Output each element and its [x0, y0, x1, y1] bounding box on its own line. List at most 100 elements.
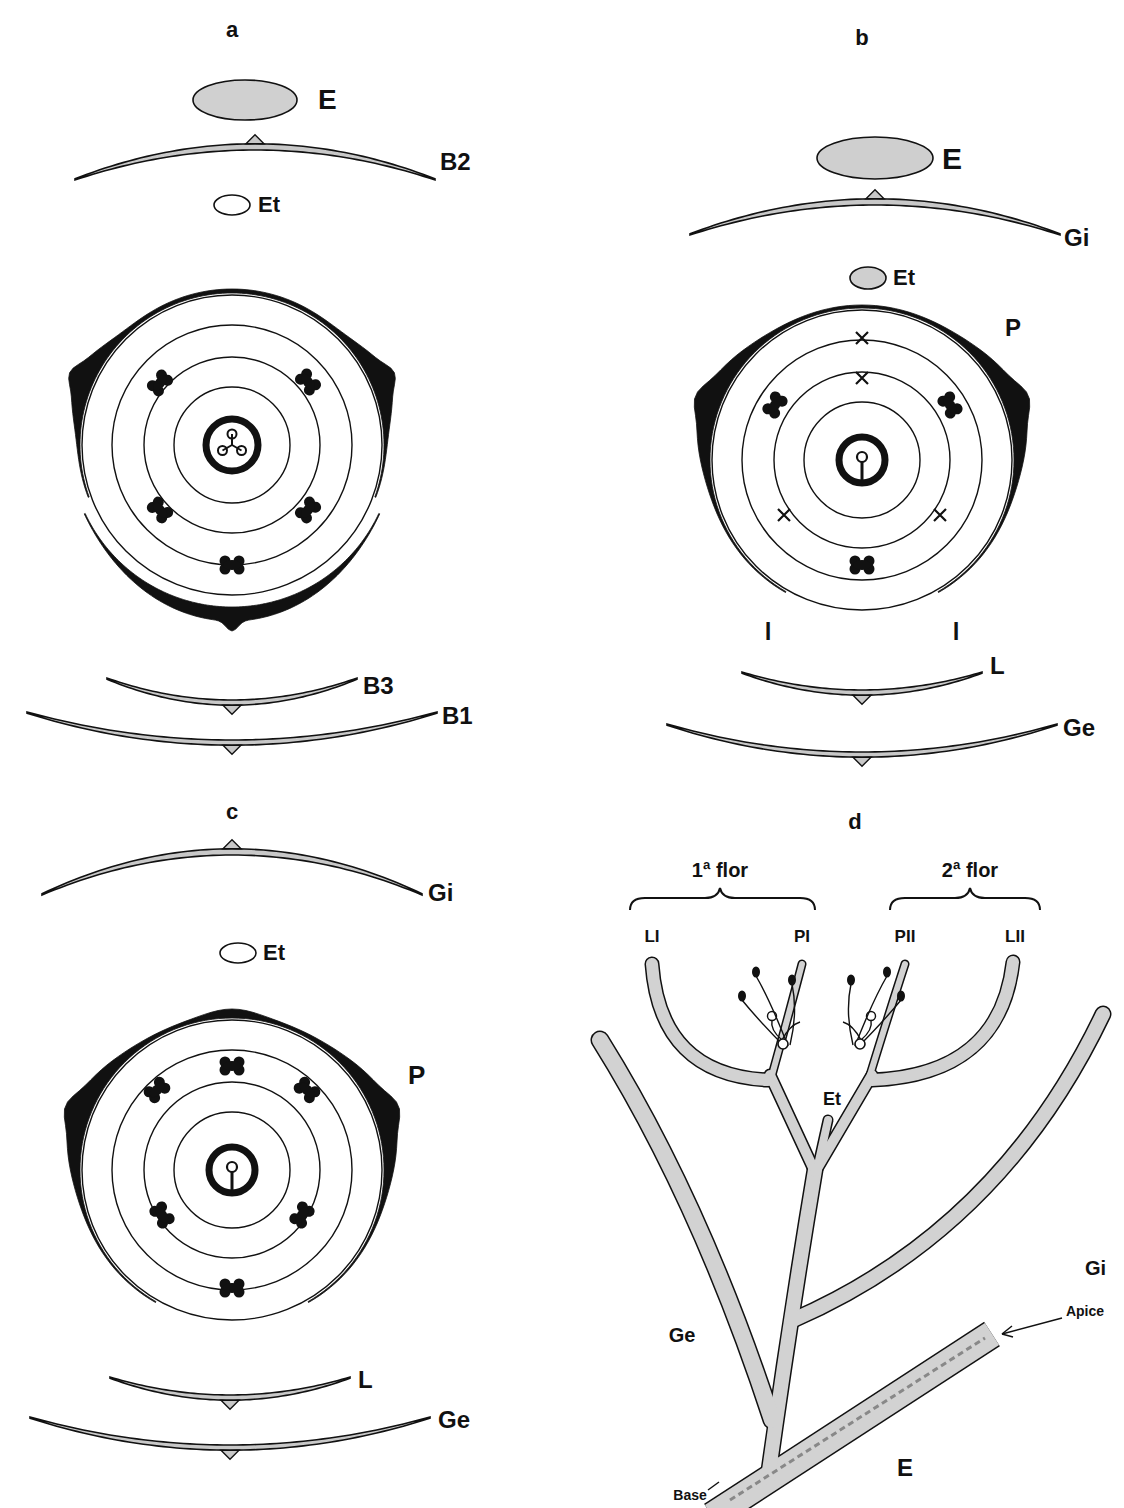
keel-tip [223, 840, 241, 849]
ovule [857, 452, 867, 462]
arrow-head [1002, 1326, 1013, 1337]
whorl-circle [174, 387, 290, 503]
stamen [147, 1199, 177, 1230]
keel-tip [246, 135, 264, 144]
whorl-circle [82, 295, 382, 595]
organ-outline [872, 962, 1013, 1080]
part-label: Ge [1063, 715, 1095, 741]
flower [843, 967, 905, 1050]
part-label: L [358, 1367, 373, 1393]
panel-letter: a [226, 18, 238, 42]
part-label: l [953, 619, 960, 645]
whorl-circle [804, 402, 920, 518]
whorl-circle [112, 1050, 352, 1290]
ovary-wall [209, 1147, 255, 1193]
organ-body [818, 1120, 828, 1165]
glume-arc [667, 724, 1057, 757]
keel-tip [866, 190, 884, 199]
ovule [227, 1162, 237, 1172]
anther [853, 560, 871, 570]
part-label: Gi [1064, 225, 1089, 251]
whorl-circle [712, 310, 1012, 610]
part-label: E [897, 1455, 913, 1481]
funicle [861, 462, 864, 480]
glume-arc [30, 1417, 430, 1450]
part-label: Et [263, 941, 285, 965]
anther [223, 560, 241, 570]
anther [223, 1061, 241, 1071]
axis-section [220, 943, 256, 963]
organ-outline [652, 964, 768, 1080]
keel-tip [853, 695, 871, 704]
brace [890, 888, 1040, 910]
missing-stamen [778, 509, 790, 521]
funicle [231, 1172, 234, 1190]
filament [756, 976, 788, 1046]
anther [150, 373, 169, 393]
glume-arc [27, 712, 437, 745]
stamen [220, 1057, 245, 1076]
keel-tip [221, 1450, 239, 1459]
anther [752, 967, 760, 978]
axis-section [817, 137, 933, 179]
bract-crescent [69, 289, 396, 497]
anther [738, 991, 746, 1002]
anther [150, 500, 169, 520]
leader-line [708, 1482, 719, 1490]
part-label: Apice [1066, 1304, 1104, 1319]
part-label: P [1005, 315, 1021, 341]
stamen [293, 494, 324, 525]
whorl-circle [774, 372, 950, 548]
axis-section [193, 80, 297, 120]
part-label: Et [893, 266, 915, 290]
stamen [291, 1075, 322, 1106]
part-label: Ge [438, 1407, 470, 1433]
part-label: 1ª flor [692, 859, 748, 881]
illustration [27, 80, 1103, 1508]
part-label: B1 [442, 703, 473, 729]
stigma-tip [867, 1012, 876, 1021]
panel-d [600, 962, 1103, 1508]
glume-arc [107, 678, 357, 705]
organ-outline [870, 964, 905, 1075]
axis-section [850, 267, 886, 289]
organ-body [770, 1075, 815, 1172]
brace-group [630, 888, 1040, 910]
anther [766, 395, 784, 416]
whorl-circle [742, 340, 982, 580]
axis-section [214, 195, 250, 215]
glume-arc [690, 199, 1060, 235]
organ-outline [815, 1075, 872, 1172]
organ-outline [770, 1075, 815, 1172]
part-label: Gi [428, 880, 453, 906]
part-label: PI [794, 928, 810, 947]
keel-tip [221, 1400, 239, 1409]
organ-body [600, 1040, 772, 1420]
part-label: 2ª flor [942, 859, 998, 881]
whorl-circle [112, 325, 352, 565]
stamen [850, 556, 875, 575]
part-label: Gi [1085, 1257, 1106, 1279]
anther [297, 1080, 317, 1100]
stamen [145, 367, 176, 398]
bract-crescent [84, 513, 379, 631]
stamen [145, 494, 176, 525]
anther [153, 1205, 171, 1226]
stigma [772, 1020, 800, 1040]
stamen [220, 556, 245, 575]
bract-crescent [694, 305, 1029, 593]
organ-body [652, 964, 768, 1080]
part-label: LI [644, 928, 659, 947]
brace [630, 888, 815, 910]
ovary-wall [206, 419, 258, 471]
stigma [843, 1020, 871, 1040]
filament [790, 984, 795, 1045]
part-label: P [408, 1061, 425, 1090]
stamen [141, 1075, 172, 1106]
septum [232, 445, 242, 451]
anther [788, 975, 796, 986]
part-label: E [318, 85, 337, 116]
keel-tip [853, 757, 871, 766]
